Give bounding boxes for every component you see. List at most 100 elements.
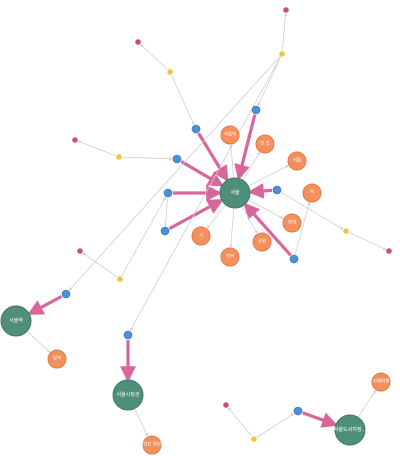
graph-edge-r10-hub_br[interactable] — [302, 411, 338, 428]
node-circle[interactable] — [251, 105, 261, 115]
graph-edge-j3-l3[interactable] — [82, 252, 118, 278]
node-circle[interactable] — [279, 51, 285, 57]
graph-edge-hub_main-p_jeonbuk[interactable] — [229, 208, 235, 248]
graph-node-p-jeonbuk[interactable]: 전북 — [220, 247, 240, 267]
graph-node-r1[interactable] — [191, 124, 201, 134]
graph-node-l1[interactable] — [135, 39, 141, 45]
graph-node-j6[interactable] — [251, 436, 257, 442]
node-circle[interactable] — [287, 151, 307, 171]
node-circle[interactable] — [123, 330, 133, 340]
node-circle[interactable] — [343, 228, 349, 234]
graph-edge-r3-r4[interactable] — [163, 197, 169, 227]
graph-node-p-jeonghae[interactable]: 정해 — [282, 213, 302, 233]
graph-node-hub-br[interactable]: 서울도서지정... — [334, 414, 367, 446]
node-circle[interactable] — [77, 248, 83, 254]
node-circle[interactable] — [172, 154, 182, 164]
graph-edge-j5-l4[interactable] — [281, 12, 288, 51]
graph-edge-j1-l1[interactable] — [140, 43, 168, 70]
graph-edge-r6-j4[interactable] — [281, 192, 344, 230]
node-circle[interactable] — [163, 188, 173, 198]
graph-node-r10[interactable] — [293, 406, 303, 416]
node-circle[interactable] — [191, 124, 201, 134]
node-circle[interactable] — [283, 7, 289, 13]
graph-node-j4[interactable] — [343, 228, 349, 234]
graph-node-r9[interactable] — [123, 330, 133, 340]
node-circle[interactable] — [220, 247, 240, 267]
graph-node-r7[interactable] — [289, 254, 299, 264]
node-circle[interactable] — [61, 289, 71, 299]
node-circle[interactable] — [223, 402, 229, 408]
graph-edge-hub_main-p_gongwon[interactable] — [242, 206, 258, 234]
graph-node-j3[interactable] — [117, 276, 123, 282]
graph-node-l5[interactable] — [386, 248, 392, 254]
graph-node-r8[interactable] — [61, 289, 71, 299]
node-circle[interactable] — [112, 379, 144, 411]
graph-node-p-seoulyeok[interactable]: 서울역 — [220, 125, 240, 145]
graph-edge-hub_main-p_jeonghae[interactable] — [248, 200, 284, 219]
node-circle[interactable] — [386, 248, 392, 254]
node-circle[interactable] — [142, 435, 162, 455]
node-circle[interactable] — [219, 177, 251, 209]
node-circle[interactable] — [251, 436, 257, 442]
graph-node-p-gangbuk[interactable]: 강북 — [47, 349, 67, 369]
graph-node-hub-main[interactable]: 서울 — [219, 177, 251, 209]
node-circle[interactable] — [334, 414, 366, 446]
graph-edge-j6-r10[interactable] — [256, 413, 295, 438]
node-circle[interactable] — [72, 137, 78, 143]
node-circle[interactable] — [282, 213, 302, 233]
graph-node-p-seobu[interactable]: 서울 — [287, 151, 307, 171]
node-circle[interactable] — [117, 276, 123, 282]
graph-edge-j2-r2[interactable] — [122, 156, 173, 161]
node-circle[interactable] — [116, 154, 122, 160]
graph-edge-hub_mid-p_hangang[interactable] — [134, 409, 149, 437]
node-circle[interactable] — [371, 372, 391, 392]
graph-edge-r7-hub_main[interactable] — [243, 202, 292, 257]
graph-edge-j5-r8[interactable] — [68, 56, 280, 291]
graph-edge-hub_br-p_jinje[interactable] — [358, 389, 376, 417]
graph-edge-r2-hub_main[interactable] — [180, 160, 224, 187]
graph-edge-r7-p_dong[interactable] — [294, 202, 311, 255]
graph-edge-j5-r5[interactable] — [257, 57, 281, 107]
graph-node-p-gongwon[interactable]: 공원 — [252, 232, 272, 252]
node-circle[interactable] — [135, 39, 141, 45]
graph-node-j5[interactable] — [279, 51, 285, 57]
node-circle[interactable] — [0, 305, 32, 337]
graph-node-p-si[interactable]: 시 — [191, 226, 211, 246]
node-circle[interactable] — [47, 349, 67, 369]
graph-node-l4[interactable] — [283, 7, 289, 13]
node-circle[interactable] — [167, 69, 173, 75]
graph-edge-hub_main-p_seobu[interactable] — [249, 165, 289, 187]
graph-edge-j4-l5[interactable] — [349, 232, 387, 250]
graph-node-p-inter[interactable]: 한 강 — [255, 134, 275, 154]
graph-node-l3[interactable] — [77, 248, 83, 254]
graph-edge-j3-r3[interactable] — [121, 196, 166, 277]
node-circle[interactable] — [160, 226, 170, 236]
graph-edge-hub_left-p_gangbuk[interactable] — [27, 331, 51, 353]
graph-node-hub-mid[interactable]: 서울시청관 — [112, 379, 144, 411]
graph-edge-r8-hub_left[interactable] — [27, 294, 63, 315]
graph-node-hub-left[interactable]: 서울역 — [0, 305, 32, 337]
graph-edge-j2-l2[interactable] — [77, 140, 116, 157]
graph-node-l6[interactable] — [223, 402, 229, 408]
graph-edge-j5-r9[interactable] — [130, 56, 281, 332]
graph-node-l2[interactable] — [72, 137, 78, 143]
node-circle[interactable] — [255, 134, 275, 154]
graph-node-p-dong[interactable]: 역 — [302, 183, 322, 203]
graph-edge-r6-hub_main[interactable] — [247, 182, 273, 199]
graph-node-p-hangang[interactable]: 한강 위성 — [142, 435, 162, 455]
graph-edge-j6-l6[interactable] — [227, 407, 253, 437]
graph-node-p-jinje[interactable]: 진제여행 — [371, 372, 391, 392]
graph-node-r2[interactable] — [172, 154, 182, 164]
graph-edge-hub_main-p_si[interactable] — [206, 205, 226, 229]
graph-node-j2[interactable] — [116, 154, 122, 160]
node-circle[interactable] — [289, 254, 299, 264]
node-circle[interactable] — [302, 183, 322, 203]
node-circle[interactable] — [191, 226, 211, 246]
graph-edge-r5-hub_main[interactable] — [234, 114, 257, 181]
graph-node-r5[interactable] — [251, 105, 261, 115]
graph-edge-hub_main-p_inter[interactable] — [243, 151, 261, 180]
graph-edge-hub_main-p_seoulyeok[interactable] — [229, 144, 235, 178]
node-circle[interactable] — [272, 185, 282, 195]
graph-node-j1[interactable] — [167, 69, 173, 75]
